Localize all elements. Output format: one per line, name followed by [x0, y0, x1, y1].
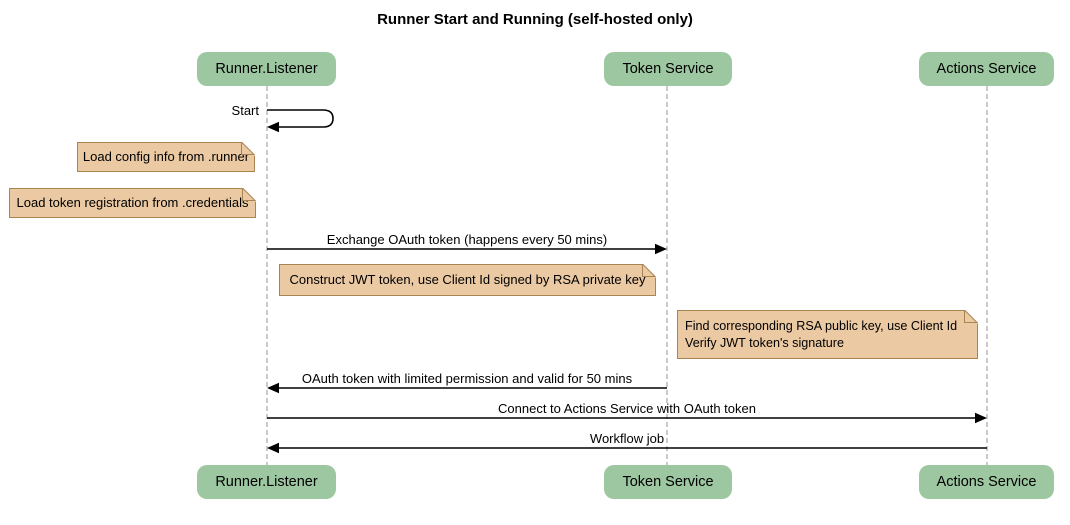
participant-token-service-top: Token Service [604, 52, 732, 86]
participant-label: Token Service [622, 61, 714, 77]
note-fold-icon [642, 264, 656, 278]
note-text: Load config info from .runner [82, 149, 250, 165]
message-label-oauth-token-return: OAuth token with limited permission and … [301, 371, 633, 386]
participant-label: Runner.Listener [215, 61, 318, 77]
participant-runner-listener-bottom: Runner.Listener [197, 465, 336, 499]
participant-label: Runner.Listener [215, 474, 318, 490]
message-label-exchange-oauth-token: Exchange OAuth token (happens every 50 m… [326, 232, 608, 247]
participant-label: Actions Service [936, 61, 1037, 77]
participant-label: Actions Service [936, 474, 1037, 490]
note-text: Find corresponding RSA public key, use C… [685, 318, 958, 350]
message-label-connect-actions-service: Connect to Actions Service with OAuth to… [498, 401, 756, 416]
arrowhead-exchange-oauth-token [655, 243, 667, 255]
note-construct-jwt: Construct JWT token, use Client Id signe… [279, 264, 656, 296]
participant-actions-service-top: Actions Service [919, 52, 1054, 86]
note-load-config: Load config info from .runner [77, 142, 255, 172]
participant-label: Token Service [622, 474, 714, 490]
arrowhead-oauth-token-return [267, 382, 279, 394]
message-label-start: Start [231, 103, 259, 118]
participant-token-service-bottom: Token Service [604, 465, 732, 499]
note-text: Construct JWT token, use Client Id signe… [289, 272, 646, 288]
note-fold-icon [964, 310, 978, 324]
note-fold-icon [241, 142, 255, 156]
arrowhead-workflow-job [267, 442, 279, 454]
note-fold-icon [242, 188, 256, 202]
arrow-start-self-loop [267, 109, 334, 128]
participant-actions-service-bottom: Actions Service [919, 465, 1054, 499]
message-label-workflow-job: Workflow job [589, 431, 665, 446]
note-text: Load token registration from .credential… [16, 195, 249, 211]
arrowhead-connect-actions-service [975, 412, 987, 424]
arrowhead-start [267, 121, 279, 133]
note-verify-jwt: Find corresponding RSA public key, use C… [677, 310, 978, 359]
diagram-title: Runner Start and Running (self-hosted on… [377, 11, 693, 28]
participant-runner-listener-top: Runner.Listener [197, 52, 336, 86]
note-load-token-registration: Load token registration from .credential… [9, 188, 256, 218]
